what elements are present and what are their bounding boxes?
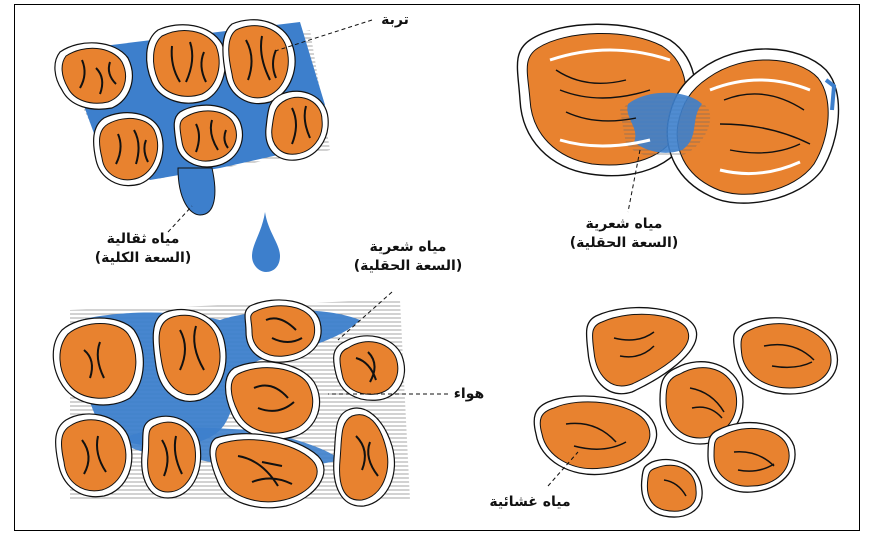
gravity-water-drip [178,168,215,215]
label-gravity-capacity: (السعة الكلية) [88,249,198,267]
soil-particle [734,318,838,394]
leader-gravity [168,206,192,232]
soil-particle [56,414,132,497]
soil-particle [245,300,321,362]
panel-film-water [534,308,837,517]
panel-capillary-aggregates [517,24,838,203]
label-capillary-water-left: مياه شعرية [348,238,468,256]
label-film-water: مياه غشائية [470,493,590,511]
soil-particle [642,460,703,517]
soil-particle [142,416,201,498]
soil-particle [223,20,295,104]
label-field-capacity-right: (السعة الحقلية) [564,234,684,252]
soil-particle [147,25,226,103]
soil-particle [53,318,143,405]
soil-particle [708,423,795,493]
soil-particle [94,113,163,186]
soil-particle [153,310,226,402]
label-gravity-water: مياه ثقالية [88,230,198,248]
water-drop-icon [252,212,280,272]
panel-capillary-air [53,300,410,508]
label-soil: تربة [370,11,420,29]
soil-particle [534,396,656,475]
panel-saturated [55,20,330,215]
soil-particle [55,43,132,109]
label-air: هواء [444,385,494,403]
label-capillary-water-right: مياه شعرية [564,215,684,233]
soil-particle [174,105,242,167]
label-field-capacity-left: (السعة الحقلية) [348,257,468,275]
